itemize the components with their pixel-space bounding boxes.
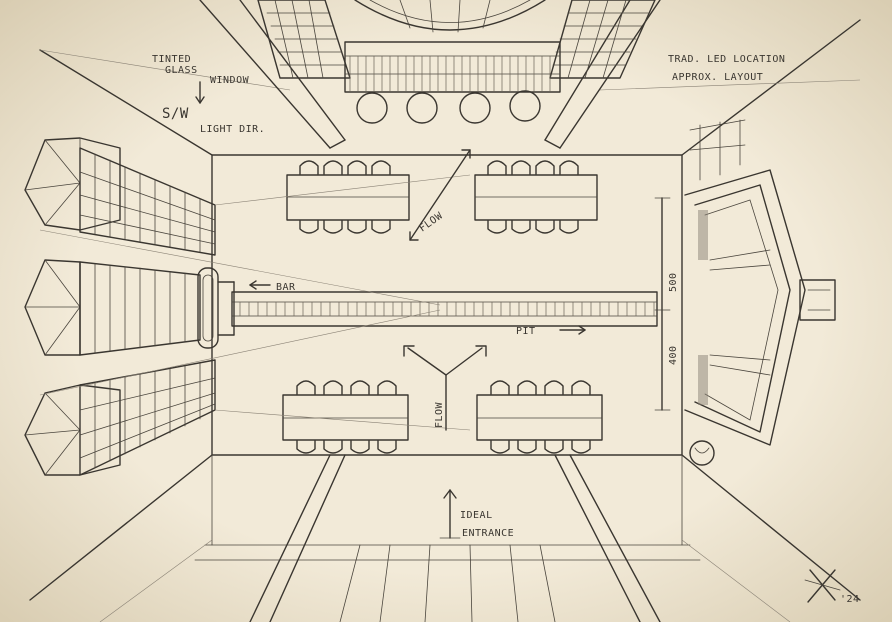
chair [323, 380, 343, 395]
chair [487, 220, 507, 234]
chair [347, 160, 367, 175]
table-bottom-right [476, 380, 603, 454]
chair [299, 160, 319, 175]
pendant-lights [356, 90, 541, 124]
perspective-guides [39, 174, 471, 431]
chairs-top-right [487, 160, 579, 175]
entrance-label-line1: IDEAL [460, 510, 493, 521]
chair [571, 440, 591, 454]
chair [559, 220, 579, 234]
led-label-line1: TRAD. LED LOCATION [668, 54, 785, 65]
chairs-bottom-left [296, 380, 397, 395]
ceiling-dome [354, 0, 546, 33]
table-top-right [474, 160, 598, 234]
signature-year: '24 [840, 594, 860, 605]
pit-arrow [559, 325, 586, 335]
chair [487, 160, 507, 175]
pit-label: PIT [516, 326, 536, 337]
chair [571, 380, 591, 395]
table-top-left [286, 160, 410, 234]
pit-channel [231, 291, 658, 327]
entrance-arrow [439, 489, 461, 539]
chair [350, 440, 370, 454]
glass-label-line3: WINDOW [210, 75, 250, 86]
chairs-bottom-left-lower [296, 440, 397, 454]
chair [377, 380, 397, 395]
chair [511, 220, 531, 234]
chair [559, 160, 579, 175]
dimension-top-label: 500 [668, 272, 679, 292]
chair [535, 220, 555, 234]
chair [323, 160, 343, 175]
skylight-right [549, 0, 656, 79]
light-label-line2: LIGHT DIR. [200, 124, 265, 135]
chair [490, 440, 510, 454]
chair [299, 220, 319, 234]
bar-label: BAR [276, 282, 296, 293]
floor-planks [99, 454, 791, 622]
chair [517, 440, 537, 454]
dimension-bottom-label: 400 [668, 345, 679, 365]
chairs-top-right-lower [487, 220, 579, 234]
chair [490, 380, 510, 395]
artist-signature: '24 [804, 569, 860, 605]
chairs-bottom-right [490, 380, 591, 395]
glass-label-line2: GLASS [165, 65, 198, 76]
chair [296, 440, 316, 454]
glass-label-line1: TINTED [152, 54, 191, 65]
window-left-lower [24, 359, 216, 476]
chair [511, 160, 531, 175]
light-label-line1: S/W [162, 106, 189, 122]
chair [544, 380, 564, 395]
skylight-center [344, 41, 561, 93]
chair [544, 440, 564, 454]
chair [323, 440, 343, 454]
table-bottom-left [282, 380, 409, 454]
led-label-line2: APPROX. LAYOUT [672, 72, 763, 83]
chair [371, 160, 391, 175]
chair [517, 380, 537, 395]
chair [347, 220, 367, 234]
bar-arrow [249, 280, 271, 290]
window-left-middle [24, 259, 201, 356]
chair [350, 380, 370, 395]
chair [371, 220, 391, 234]
chair [377, 440, 397, 454]
chairs-top-left [299, 160, 391, 175]
dimension-line [654, 197, 671, 411]
chairs-bottom-right-lower [490, 440, 591, 454]
entrance-label-line2: ENTRANCE [462, 528, 514, 539]
chair [296, 380, 316, 395]
flow-arrow-top [409, 149, 471, 241]
flow-arrow-bottom [403, 345, 487, 431]
chairs-top-left-lower [299, 220, 391, 234]
window-left-upper [24, 137, 216, 256]
chair [323, 220, 343, 234]
chair [535, 160, 555, 175]
flow-label-bottom: FLOW [434, 401, 445, 428]
glass-arrow [195, 81, 205, 104]
led-structure [684, 119, 836, 466]
